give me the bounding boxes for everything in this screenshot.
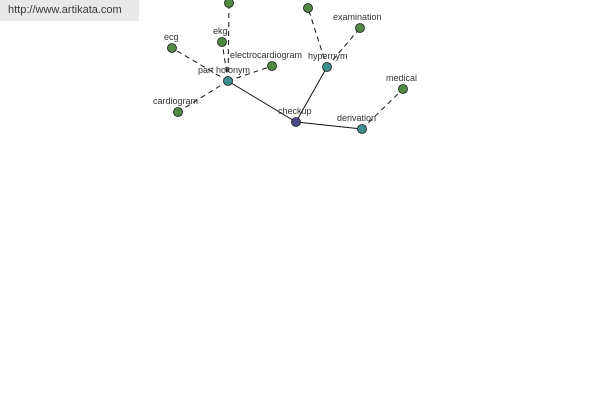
edge-part_holonym-unlabeled_top_left bbox=[227, 2, 230, 82]
node-marker[interactable] bbox=[355, 23, 365, 33]
node-label: electrocardiogram bbox=[230, 50, 302, 60]
node-label: checkup bbox=[278, 106, 312, 116]
node-cardiogram[interactable]: cardiogram bbox=[153, 96, 198, 117]
node-marker[interactable] bbox=[291, 117, 301, 127]
node-marker[interactable] bbox=[267, 61, 277, 71]
node-hypernym[interactable]: hypernym bbox=[308, 51, 348, 72]
node-marker[interactable] bbox=[223, 76, 233, 86]
edge-hypernym-unlabeled_top_right bbox=[307, 7, 328, 68]
edge-part_holonym-ecg bbox=[171, 47, 229, 82]
node-marker[interactable] bbox=[224, 0, 234, 8]
node-marker[interactable] bbox=[217, 37, 227, 47]
node-marker[interactable] bbox=[357, 124, 367, 134]
source-url-text[interactable]: http://www.artikata.com bbox=[8, 4, 122, 16]
node-examination[interactable]: examination bbox=[333, 12, 382, 33]
node-marker[interactable] bbox=[303, 3, 313, 13]
edge-hypernym-examination bbox=[326, 27, 361, 68]
node-checkup[interactable]: checkup bbox=[278, 106, 312, 127]
edge-derivation-medical bbox=[361, 88, 404, 130]
node-derivation[interactable]: derivation bbox=[337, 113, 376, 134]
node-marker[interactable] bbox=[173, 107, 183, 117]
node-label: ekg bbox=[213, 26, 228, 36]
node-medical[interactable]: medical bbox=[386, 73, 417, 94]
edge-part_holonym-ekg bbox=[221, 41, 229, 82]
node-label: part holonym bbox=[198, 65, 250, 75]
node-marker[interactable] bbox=[167, 43, 177, 53]
node-label: cardiogram bbox=[153, 96, 198, 106]
node-unlabeled-top-right[interactable] bbox=[303, 3, 313, 13]
source-url-banner[interactable]: http://www.artikata.com bbox=[0, 0, 139, 21]
node-unlabeled-top-left[interactable] bbox=[224, 0, 234, 8]
edge-part_holonym-cardiogram bbox=[177, 80, 229, 113]
edge-checkup-part_holonym bbox=[227, 80, 297, 123]
edge-checkup-derivation bbox=[295, 121, 363, 130]
node-label: medical bbox=[386, 73, 417, 83]
node-label: derivation bbox=[337, 113, 376, 123]
node-ekg[interactable]: ekg bbox=[213, 26, 228, 47]
node-label: ecg bbox=[164, 32, 179, 42]
edge-checkup-hypernym bbox=[295, 66, 328, 123]
node-part-holonym[interactable]: part holonym bbox=[198, 65, 250, 86]
node-marker[interactable] bbox=[322, 62, 332, 72]
node-label: hypernym bbox=[308, 51, 348, 61]
node-marker[interactable] bbox=[398, 84, 408, 94]
node-ecg[interactable]: ecg bbox=[164, 32, 179, 53]
node-label: examination bbox=[333, 12, 382, 22]
nodes-layer: checkup part holonym hypernym derivation ecg… bbox=[153, 0, 417, 134]
node-electrocardiogram[interactable]: electrocardiogram bbox=[230, 50, 302, 71]
edge-part_holonym-electrocardiogram bbox=[227, 65, 273, 82]
edges-layer bbox=[171, 2, 404, 130]
